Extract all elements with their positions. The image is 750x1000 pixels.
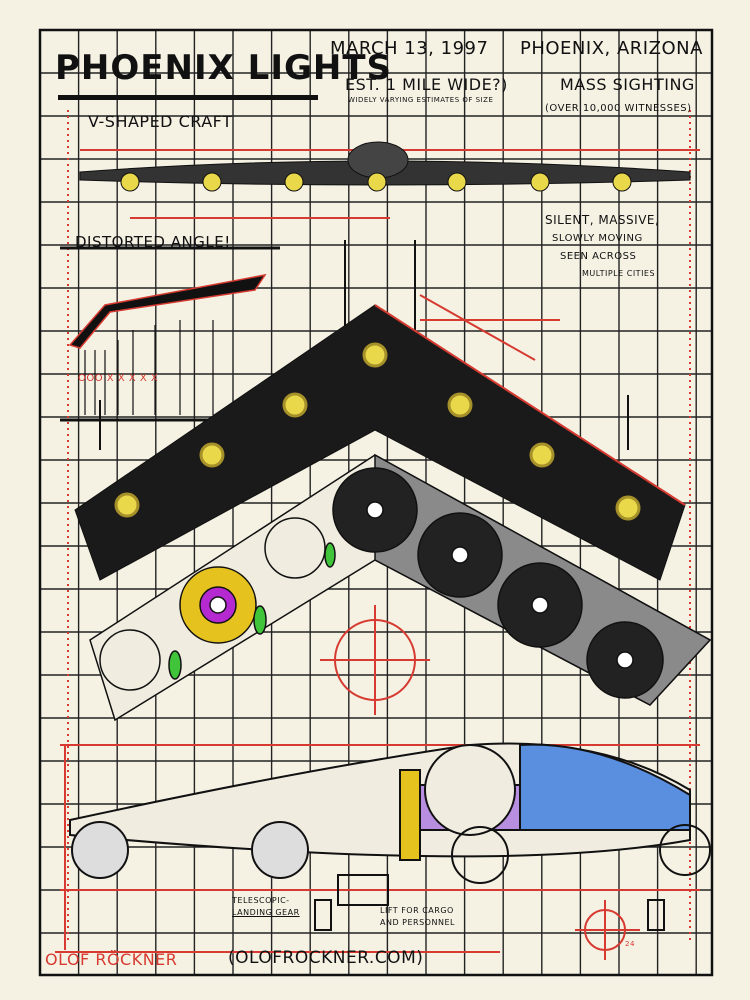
- v-shaped-craft-underside: [89, 453, 712, 722]
- red-marks: ooo x x x x x: [78, 373, 159, 384]
- witness-count: (Over 10,000 witnesses): [545, 103, 692, 114]
- observation-line-1: Silent, massive,: [545, 213, 660, 227]
- scale-note: 24: [625, 940, 635, 948]
- subtitle: V-shaped craft: [88, 112, 233, 131]
- observation-line-3: seen across: [560, 251, 637, 262]
- v-shaped-craft-top: [74, 304, 686, 581]
- title-underline: [58, 95, 318, 100]
- landing-gear-label-2: landing gear: [232, 908, 300, 917]
- poster-title: Phoenix Lights: [55, 48, 393, 88]
- artist-name: Olof Röckner: [45, 950, 178, 969]
- landing-gear-label-1: Telescopic-: [232, 896, 290, 905]
- location: Phoenix, Arizona: [520, 38, 703, 59]
- side-profile-top: [79, 141, 691, 192]
- distorted-angle-sketch: [60, 240, 629, 450]
- side-view-bottom: [69, 742, 711, 931]
- artist-website: (olofrockner.com): [228, 948, 424, 968]
- observation-line-4: multiple cities: [582, 269, 656, 278]
- observation-line-2: slowly moving: [552, 233, 643, 244]
- size-estimate: Est. 1 mile wide?): [345, 75, 508, 94]
- size-caption: Widely varying estimates of size: [348, 96, 494, 104]
- red-guides: [55, 110, 700, 960]
- mass-sighting: Mass sighting: [560, 75, 695, 94]
- date: March 13, 1997: [330, 38, 489, 59]
- distorted-angle-label: Distorted angle!: [75, 233, 231, 251]
- lift-note-1: Lift for cargo: [380, 906, 454, 915]
- lift-note-2: and personnel: [380, 918, 455, 927]
- frame-border: [38, 28, 714, 977]
